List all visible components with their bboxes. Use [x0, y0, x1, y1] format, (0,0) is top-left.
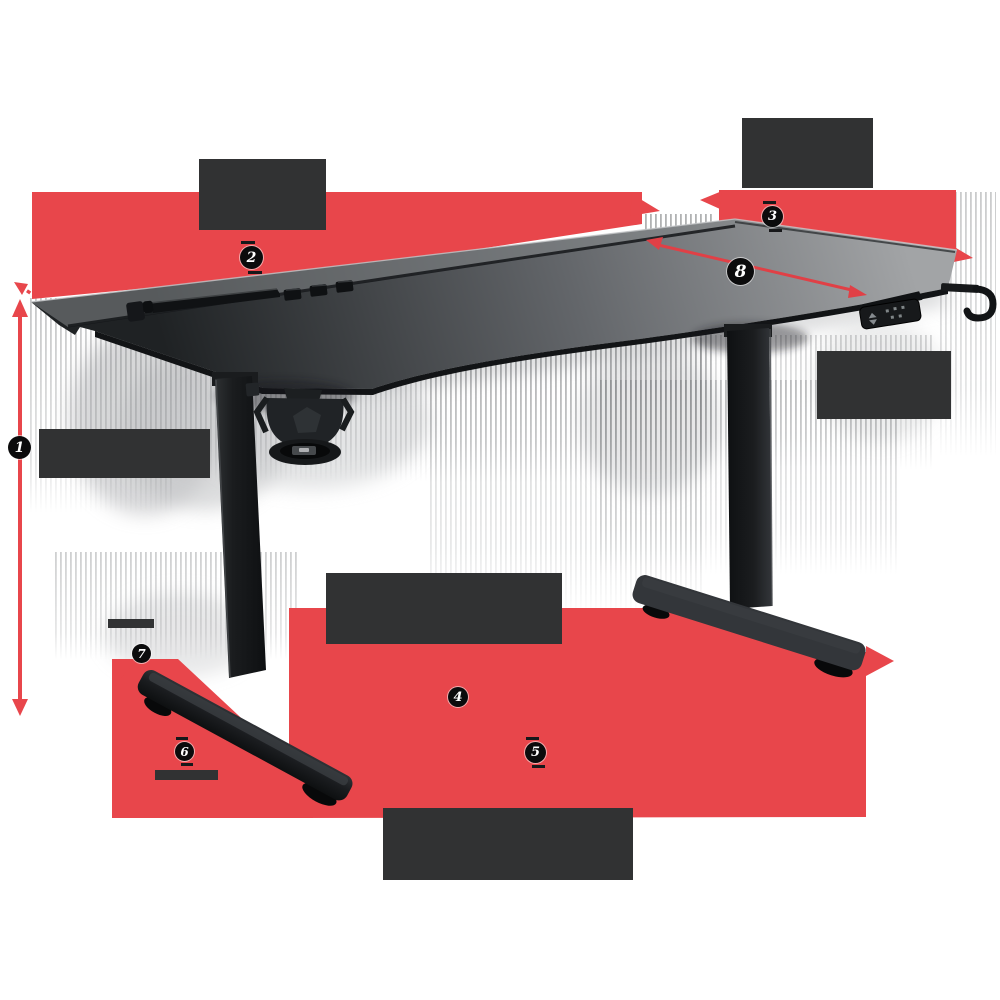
badge-number: 5 [530, 745, 541, 760]
dimension-badge-5: 5 [525, 737, 546, 768]
keypad-key-icon [890, 315, 895, 319]
dimension-label-box-bottom [383, 808, 633, 880]
dimension-label-box-right-side [817, 351, 951, 419]
arrow-right-icon [630, 194, 660, 216]
arrow-left-icon [700, 191, 722, 209]
arrow-right-icon [866, 646, 894, 676]
headphone-hook [940, 283, 997, 322]
badge-number: 4 [453, 689, 463, 705]
left-foot [137, 670, 353, 806]
dimension-band-top-left [32, 192, 660, 299]
right-leg [692, 323, 808, 609]
arrow-up-icon [12, 299, 28, 317]
dimension-badge-2: 2 [240, 241, 263, 274]
dimension-label-box-top-left [199, 159, 326, 230]
dimension-label-bar-foot-upper [108, 619, 154, 628]
badge-number: 6 [180, 744, 189, 759]
arrow-down-left-icon [114, 663, 144, 686]
dimension-area-base [289, 608, 894, 818]
cable-clips [283, 280, 354, 301]
dimension-arrow-height [12, 282, 37, 716]
dimension-label-box-height [39, 429, 210, 478]
dimension-label-box-under-desk [326, 573, 562, 644]
control-keypad [859, 291, 923, 330]
arrow-up-left-icon [14, 282, 28, 295]
arrow-up-left-icon [646, 237, 663, 250]
badge-number: 7 [137, 646, 146, 661]
dimension-badge-4: 4 [448, 687, 468, 707]
keypad-down-icon [869, 319, 877, 325]
dimension-label-bar-foot-lower [155, 770, 218, 780]
badge-number: 1 [14, 439, 25, 456]
arrow-down-right-icon [848, 285, 867, 298]
dimension-badge-1: 1 [8, 436, 31, 459]
left-leg [212, 372, 266, 678]
badge-number: 8 [734, 261, 747, 282]
dimension-badge-6: 6 [175, 737, 194, 766]
keypad-up-icon [868, 312, 877, 319]
keypad-key-icon [898, 314, 902, 318]
badge-number: 3 [767, 209, 778, 224]
dimension-label-box-top-right [742, 118, 873, 188]
right-foot [632, 575, 866, 678]
keypad-key-icon [901, 305, 905, 310]
cup-holder [215, 380, 355, 465]
arrow-down-icon [12, 699, 28, 716]
dimension-badge-8: 8 [727, 258, 754, 285]
dimension-arrow-depth [646, 237, 867, 298]
badge-number: 2 [246, 249, 257, 266]
cable-rail [126, 288, 280, 322]
dimension-badge-7: 7 [132, 644, 151, 663]
keypad-key-icon [893, 306, 897, 311]
dimension-badge-3: 3 [762, 201, 783, 232]
keypad-key-icon [885, 309, 890, 313]
